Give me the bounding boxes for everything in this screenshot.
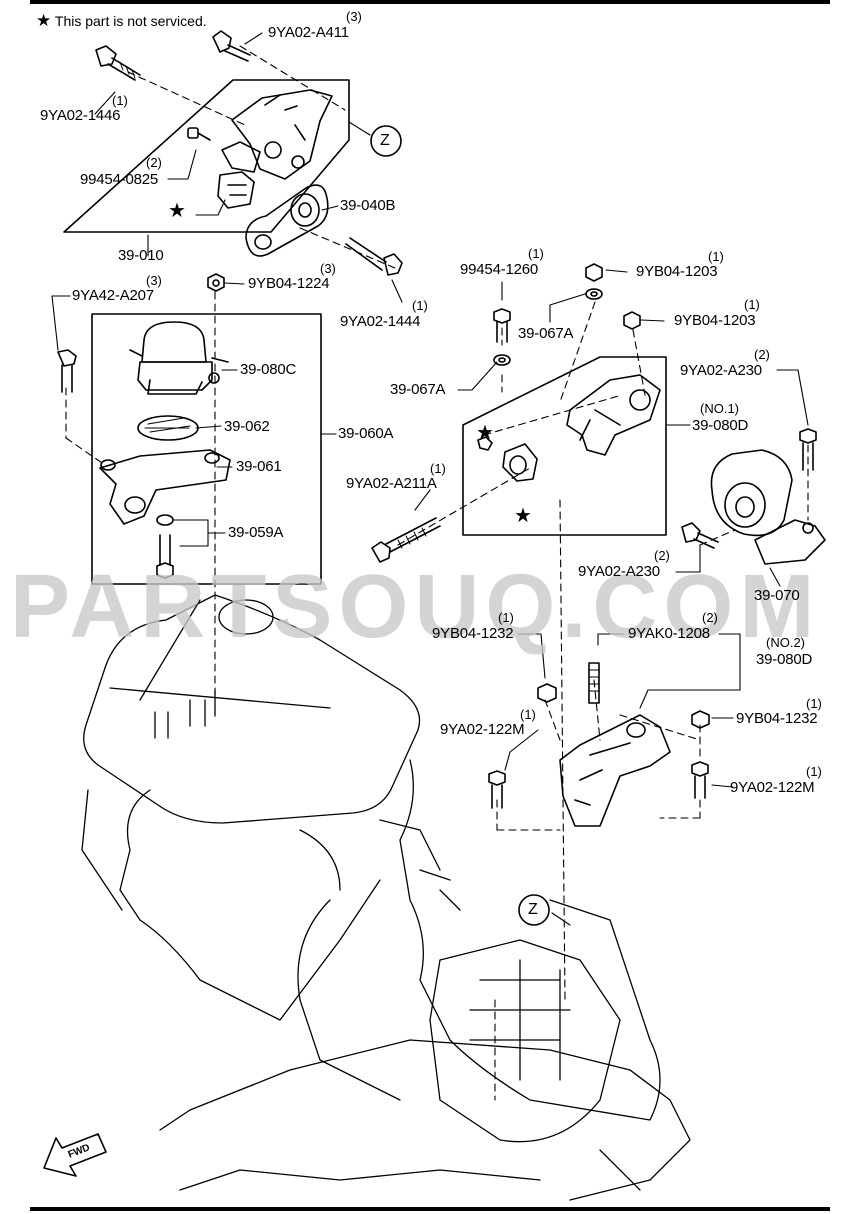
callout-qty: (1) xyxy=(498,610,514,625)
service-note-text: This part is not serviced. xyxy=(54,13,207,29)
callout-part-number: 39-061 xyxy=(236,458,282,475)
callout-part-number: 39-070 xyxy=(754,587,800,604)
callout-part-number: 9YB04-1203 xyxy=(636,263,718,280)
bolt-39-059a xyxy=(156,514,174,579)
bolt-9ya02-a411 xyxy=(212,30,251,62)
callout-qty: (2) xyxy=(146,155,162,170)
bottom-rule xyxy=(30,1207,830,1211)
callout-part-number: 9YA02-122M xyxy=(440,721,525,738)
nut-9yb04-1232-b xyxy=(691,710,710,729)
mount-39-070 xyxy=(710,449,826,565)
service-note: ★ This part is not serviced. xyxy=(36,11,207,31)
nut-9yb04-1203-a xyxy=(585,263,603,282)
bolt-9ya02-1446 xyxy=(95,45,141,81)
bolt-9ya02-a211a xyxy=(371,517,441,563)
callout-part-number: 39-067A xyxy=(390,381,446,398)
nut-9yb04-1224 xyxy=(207,273,225,292)
callout-part-number: 9YA02-1446 xyxy=(40,107,121,124)
callout-part-number: 9YB04-1232 xyxy=(736,710,818,727)
callout-part-number: 39-059A xyxy=(228,524,284,541)
callout-part-number: 39-010 xyxy=(118,247,164,264)
callout-qty: (3) xyxy=(346,9,362,24)
callout-qty: (1) xyxy=(744,297,760,312)
callout-qty: (1) xyxy=(520,707,536,722)
callout-part-number: 39-080C xyxy=(240,361,297,378)
callout-part-number: 9YA02-A411 xyxy=(268,24,349,41)
bolt-9ya02-a230-upper xyxy=(799,428,817,471)
callout-part-number: 39-060A xyxy=(338,425,394,442)
bolt-9ya42-a207 xyxy=(57,349,77,393)
callout-part-number: 9YAK0-1208 xyxy=(628,625,710,642)
nut-9yb04-1203-b xyxy=(623,311,641,330)
star-icon: ★ xyxy=(36,11,52,30)
leader-lines xyxy=(51,32,809,788)
view-z-label: Z xyxy=(380,132,390,149)
callout-part-number: 39-062 xyxy=(224,418,270,435)
bolt-99454-0825 xyxy=(187,127,211,141)
bolt-9ya02-122m-a xyxy=(488,770,506,809)
callout-qty: (NO.2) xyxy=(766,635,805,650)
callout-qty: (1) xyxy=(806,764,822,779)
star-icon: ★ xyxy=(514,505,532,527)
bolt-9ya02-122m-b xyxy=(691,761,709,799)
star-icon: ★ xyxy=(168,200,186,222)
washer-39-067a-upper xyxy=(585,288,603,300)
mount-insulator-39-080c xyxy=(129,321,229,395)
callout-part-number: 9YA02-122M xyxy=(730,779,815,796)
view-z-marker-bottom xyxy=(518,894,550,926)
callout-qty: (3) xyxy=(146,273,162,288)
stud-9yak0-1208 xyxy=(588,662,600,704)
callout-part-number: 39-040B xyxy=(340,197,396,214)
bolt-99454-1260 xyxy=(493,308,511,343)
callout-part-number: 9YB04-1224 xyxy=(248,275,330,292)
callout-qty: (1) xyxy=(528,246,544,261)
callout-qty: (2) xyxy=(654,548,670,563)
callout-part-number: 39-067A xyxy=(518,325,574,342)
assembly-frame-39-060a xyxy=(91,313,322,585)
callout-qty: (NO.1) xyxy=(700,401,739,416)
callout-part-number: 99454-0825 xyxy=(80,171,159,188)
callout-qty: (2) xyxy=(702,610,718,625)
callout-part-number: 9YA02-A230 xyxy=(680,362,762,379)
bolt-9ya02-1444 xyxy=(345,237,403,276)
bracket-39-080d-no1 xyxy=(477,374,661,482)
callout-qty: (1) xyxy=(412,298,428,313)
view-z-marker-top xyxy=(370,125,402,157)
callout-part-number: 9YB04-1203 xyxy=(674,312,756,329)
callout-qty: (3) xyxy=(320,261,336,276)
callout-part-number: 9YA02-A211A xyxy=(346,475,437,492)
callout-part-number: 9YA42-A207 xyxy=(72,287,154,304)
bolt-9ya02-a230-lower xyxy=(681,522,719,549)
callout-qty: (1) xyxy=(708,249,724,264)
callout-qty: (1) xyxy=(430,461,446,476)
watermark: PARTSOUQ.COM xyxy=(10,557,821,657)
engine-mount-39-040b xyxy=(245,184,329,257)
callout-part-number: 9YA02-1444 xyxy=(340,313,421,330)
callout-part-number: 39-080D xyxy=(756,651,813,668)
bracket-39-080d-no2 xyxy=(559,714,671,827)
washer-39-067a-lower xyxy=(493,354,511,366)
top-rule xyxy=(30,0,830,4)
callout-qty: (1) xyxy=(806,696,822,711)
engine-assembly xyxy=(81,594,691,1201)
nut-9yb04-1232-a xyxy=(537,683,557,703)
engine-mount-bracket-39-010 xyxy=(217,89,333,209)
assembly-frame-39-010 xyxy=(63,79,350,233)
callout-part-number: 9YB04-1232 xyxy=(432,625,514,642)
bracket-39-061 xyxy=(99,449,231,525)
callout-qty: (1) xyxy=(112,93,128,108)
callout-part-number: 99454-1260 xyxy=(460,261,539,278)
assembly-frame-39-080d xyxy=(462,356,667,536)
star-icon: ★ xyxy=(476,422,494,444)
plate-39-062 xyxy=(137,415,199,441)
fwd-arrow-icon xyxy=(43,1133,107,1177)
callout-part-number: 9YA02-A230 xyxy=(578,563,660,580)
callout-part-number: 39-080D xyxy=(692,417,749,434)
callout-qty: (2) xyxy=(754,347,770,362)
view-z-label: Z xyxy=(528,901,538,918)
